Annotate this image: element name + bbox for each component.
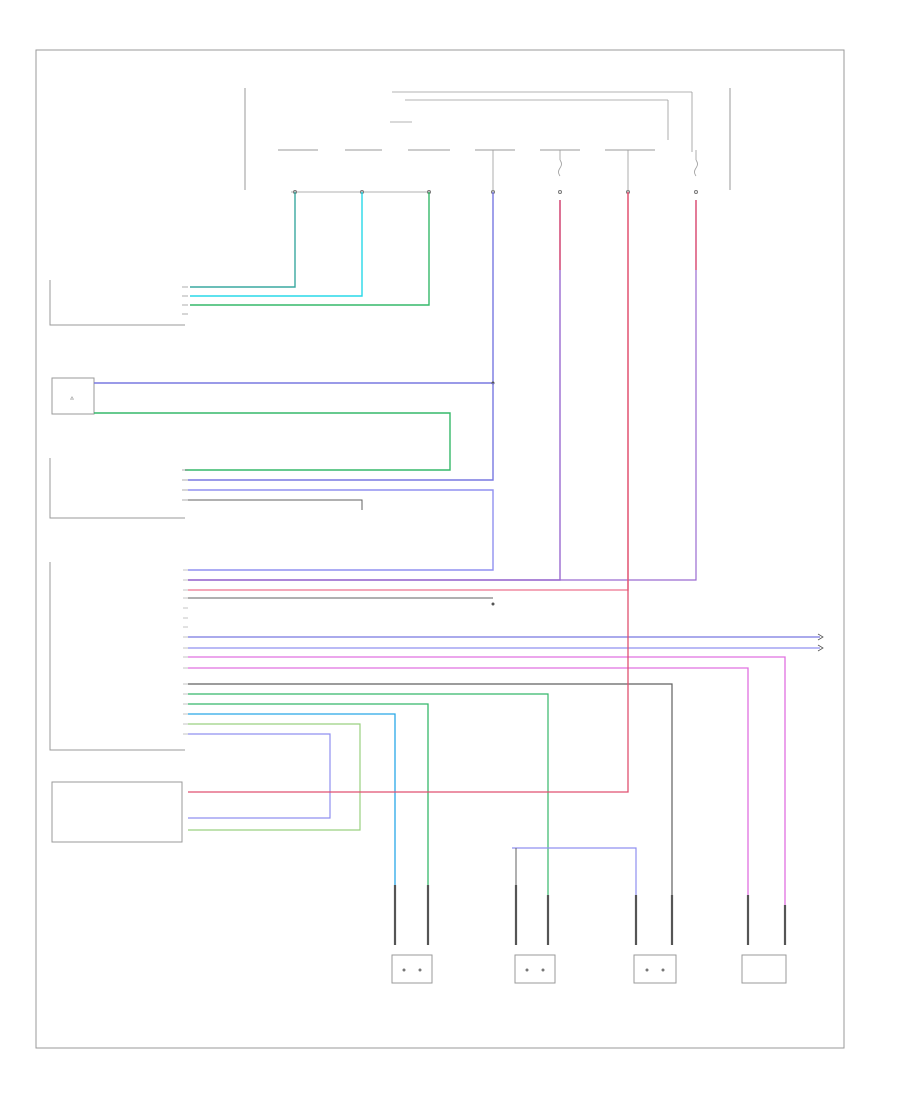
wire-blue-3 bbox=[188, 489, 494, 571]
wire-green-2 bbox=[94, 412, 451, 471]
wire-lightblue-loop bbox=[188, 733, 331, 819]
wire-gray-ground bbox=[188, 499, 363, 510]
wire-teal-1 bbox=[190, 192, 296, 288]
pin-p5 bbox=[558, 190, 562, 194]
wire-green-3 bbox=[188, 693, 549, 945]
pin-p7 bbox=[694, 190, 698, 194]
svg-text:⁂: ⁂ bbox=[70, 396, 74, 401]
wire-green-1 bbox=[190, 192, 430, 306]
wire-pink-1 bbox=[188, 192, 629, 591]
splice-gray bbox=[491, 602, 495, 606]
blower-motor bbox=[49, 458, 188, 519]
wire-arrows bbox=[817, 633, 824, 652]
fuse-symbols bbox=[492, 150, 698, 192]
wire-red-long bbox=[188, 192, 629, 793]
door-actuator-3 bbox=[633, 954, 677, 984]
top-module bbox=[244, 88, 731, 194]
wire-cyan-1 bbox=[190, 192, 363, 297]
ac-pressure-transducer bbox=[49, 280, 188, 326]
wire-magenta-2 bbox=[188, 667, 749, 920]
engine-module bbox=[51, 781, 183, 843]
blower-switch: ⁂ bbox=[51, 377, 95, 415]
wire-magenta-1 bbox=[188, 656, 786, 920]
wire-green-4 bbox=[188, 703, 429, 945]
wire-dark-1 bbox=[188, 683, 673, 945]
connector-stubs bbox=[393, 885, 787, 945]
ac-heater-control bbox=[49, 562, 185, 751]
control-pin-ticks bbox=[183, 569, 188, 735]
sensor-4 bbox=[741, 954, 787, 984]
wire-violet-2 bbox=[188, 200, 697, 581]
door-actuator-2 bbox=[514, 954, 556, 984]
wire-blue-2 bbox=[188, 383, 494, 481]
wire-lightgreen-loop bbox=[188, 723, 361, 831]
door-actuator-1 bbox=[391, 954, 433, 984]
diagram-frame bbox=[35, 49, 845, 1049]
wire-cyan-2 bbox=[188, 713, 396, 945]
wire-blue-branch bbox=[512, 847, 637, 945]
wire-violet bbox=[188, 200, 561, 581]
